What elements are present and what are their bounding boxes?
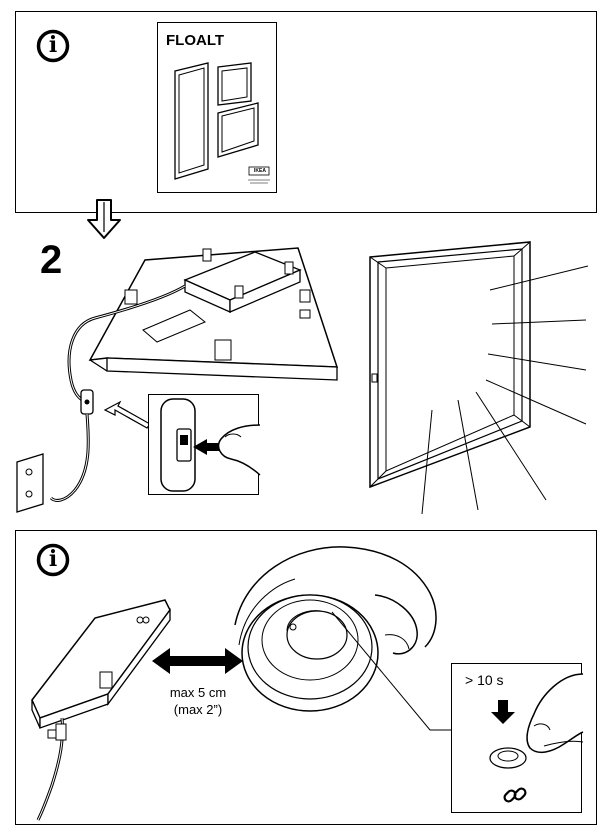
driver-illustration <box>20 590 180 821</box>
link-icon <box>502 782 528 808</box>
top-info-panel <box>15 11 597 213</box>
remote-illustration <box>225 535 450 735</box>
info-letter: i <box>48 546 58 572</box>
light-rays-icon <box>369 241 589 515</box>
lit-panel-illustration <box>360 232 600 522</box>
booklet-brand: IKEA <box>254 168 266 174</box>
info-icon: i <box>36 29 70 63</box>
frames-illustration <box>174 62 270 184</box>
manual-booklet: FLOALT IKEA <box>157 22 277 193</box>
panel-back-illustration <box>15 240 345 513</box>
press-duration: > 10 s <box>465 672 504 688</box>
info-letter: i <box>48 32 58 58</box>
distance-imperial: (max 2”) <box>173 702 223 717</box>
step-number: 2 <box>40 238 63 282</box>
distance-label: max 5 cm (max 2”) <box>152 684 244 718</box>
booklet-title: FLOALT <box>166 32 225 49</box>
distance-arrow-icon <box>150 646 245 676</box>
arrow-down-icon <box>84 198 124 242</box>
pairing-inset: > 10 s <box>451 663 584 813</box>
info-icon: i <box>36 543 70 577</box>
distance-metric: max 5 cm <box>169 685 227 700</box>
switch-detail-inset <box>148 394 261 495</box>
